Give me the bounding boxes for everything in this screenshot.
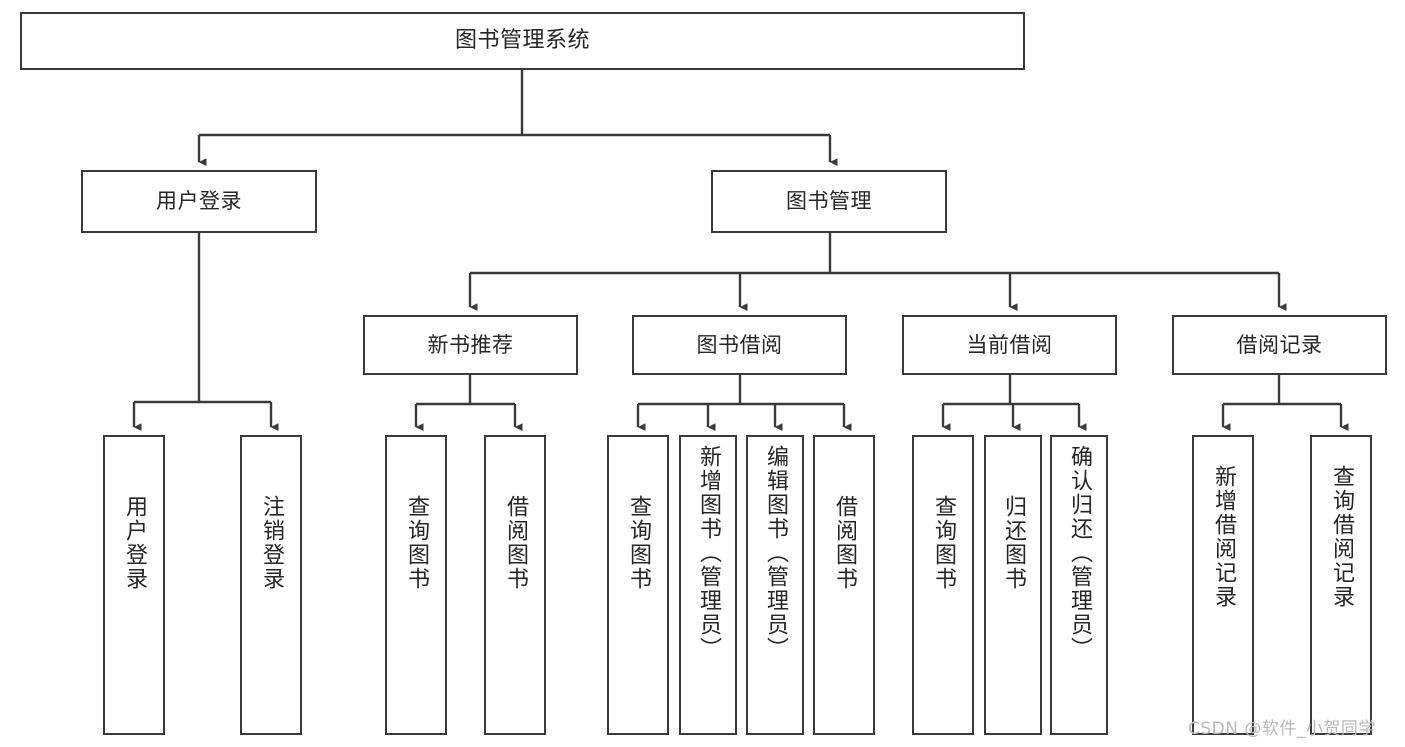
node-leaf-rec-query-book-label: 查询图书 [404,495,429,591]
node-leaf-cb-query-book[interactable]: 查询图书 [912,435,974,735]
node-current-borrow-label: 当前借阅 [966,332,1053,357]
node-leaf-bb-edit-book-label: 编辑图书（管理员） [763,445,788,661]
node-leaf-cb-return-book-label: 归还图书 [1001,495,1026,591]
node-leaf-cb-confirm-return-label: 确认归还（管理员） [1067,445,1092,661]
node-leaf-user-logout-label: 注销登录 [259,495,284,591]
node-leaf-cb-confirm-return[interactable]: 确认归还（管理员） [1050,435,1108,735]
node-leaf-bb-add-book[interactable]: 新增图书（管理员） [679,435,737,735]
node-leaf-bb-borrow-book-label: 借阅图书 [832,495,857,591]
node-book-borrow-label: 图书借阅 [696,332,783,357]
node-leaf-bb-borrow-book[interactable]: 借阅图书 [813,435,875,735]
node-leaf-br-add-record[interactable]: 新增借阅记录 [1192,435,1254,735]
node-current-borrow[interactable]: 当前借阅 [902,315,1117,375]
node-new-book-recommend-label: 新书推荐 [427,332,514,357]
node-book-manage-label: 图书管理 [786,189,872,214]
node-root[interactable]: 图书管理系统 [20,12,1025,70]
node-new-book-recommend[interactable]: 新书推荐 [363,315,578,375]
node-leaf-cb-return-book[interactable]: 归还图书 [984,435,1042,735]
node-leaf-user-login[interactable]: 用户登录 [103,435,165,735]
node-user-login[interactable]: 用户登录 [81,170,317,233]
node-root-label: 图书管理系统 [454,28,590,54]
node-leaf-user-login-label: 用户登录 [122,495,147,591]
csdn-watermark: CSDN @软件_小贺同学 [1188,719,1376,739]
node-leaf-rec-borrow-book-label: 借阅图书 [503,495,528,591]
node-leaf-cb-query-book-label: 查询图书 [931,495,956,591]
node-borrow-record-label: 借阅记录 [1236,332,1323,357]
node-book-manage[interactable]: 图书管理 [711,170,947,233]
node-user-login-label: 用户登录 [156,189,242,214]
node-leaf-bb-add-book-label: 新增图书（管理员） [696,445,721,661]
node-leaf-user-logout[interactable]: 注销登录 [240,435,302,735]
node-leaf-br-add-record-label: 新增借阅记录 [1211,465,1236,609]
node-borrow-record[interactable]: 借阅记录 [1172,315,1387,375]
node-leaf-bb-query-book[interactable]: 查询图书 [607,435,669,735]
node-book-borrow[interactable]: 图书借阅 [632,315,847,375]
node-leaf-br-query-record-label: 查询借阅记录 [1329,465,1354,609]
node-leaf-bb-query-book-label: 查询图书 [626,495,651,591]
node-leaf-bb-edit-book[interactable]: 编辑图书（管理员） [746,435,804,735]
node-leaf-br-query-record[interactable]: 查询借阅记录 [1310,435,1372,735]
node-leaf-rec-borrow-book[interactable]: 借阅图书 [484,435,546,735]
node-leaf-rec-query-book[interactable]: 查询图书 [385,435,447,735]
